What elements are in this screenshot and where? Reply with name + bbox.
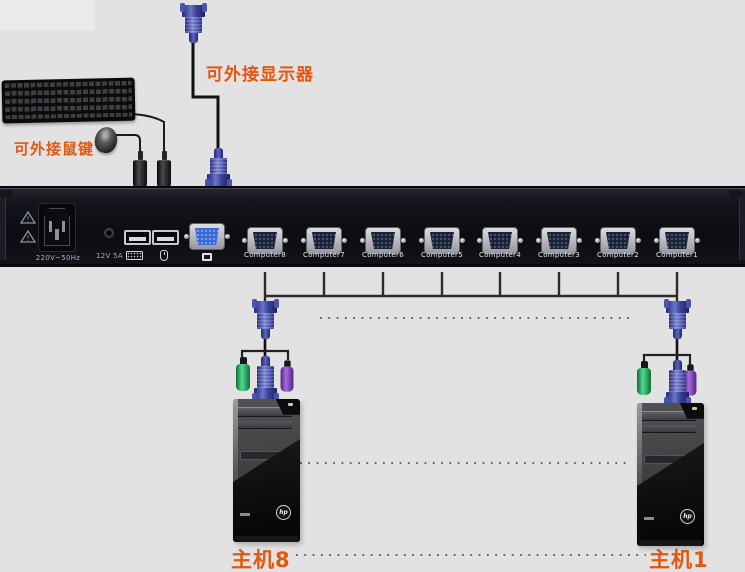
host-right-annotation: 主机1 bbox=[649, 548, 709, 572]
computer6-label: Computer6 bbox=[362, 251, 404, 259]
hp-logo: hp bbox=[680, 509, 695, 524]
host-tower-1: hp bbox=[637, 403, 704, 546]
computer2-label: Computer2 bbox=[597, 251, 639, 259]
usb-port-1 bbox=[124, 230, 151, 245]
hp-logo: hp bbox=[276, 505, 291, 520]
power-button bbox=[692, 407, 697, 410]
keyboard-icon bbox=[126, 251, 143, 260]
keyboard-image bbox=[1, 77, 136, 124]
rack-ear-right bbox=[739, 191, 745, 260]
computer6-port bbox=[360, 227, 406, 254]
rack-tab-left bbox=[0, 190, 13, 197]
computer7-port bbox=[301, 227, 347, 254]
rack-tab-right bbox=[729, 190, 742, 197]
left-ps2-keyboard-connector bbox=[236, 357, 250, 391]
computer5-label: Computer5 bbox=[421, 251, 463, 259]
monitor-vga-connector-top bbox=[180, 3, 207, 43]
computer2-port bbox=[595, 227, 641, 254]
dc-power-jack bbox=[104, 228, 114, 238]
console-vga-port bbox=[184, 223, 230, 250]
computer1-label: Computer1 bbox=[656, 251, 698, 259]
computer1-port bbox=[654, 227, 700, 254]
host-tower-8: hp bbox=[233, 399, 300, 542]
mouse-icon bbox=[160, 250, 168, 261]
background-shade bbox=[0, 0, 95, 30]
computer3-port bbox=[536, 227, 582, 254]
rack-ear-left bbox=[0, 191, 6, 260]
left-ps2-mouse-connector bbox=[280, 360, 294, 392]
computer8-label: Computer8 bbox=[244, 251, 286, 259]
right-pc-vga-connector bbox=[665, 360, 690, 404]
computer4-port bbox=[477, 227, 523, 254]
usb-port-2 bbox=[152, 230, 179, 245]
mouse-keyboard-annotation: 可外接鼠键 bbox=[14, 140, 95, 158]
monitor-annotation: 可外接显示器 bbox=[206, 65, 314, 85]
kvm-switch-rear-panel: ! ! 220V~50Hz 12V 5A Computer8 Computer7… bbox=[0, 186, 745, 267]
monitor-vga-connector-bottom bbox=[206, 148, 231, 186]
ac-voltage-label: 220V~50Hz bbox=[35, 254, 81, 262]
power-button bbox=[288, 403, 293, 406]
computer8-port bbox=[242, 227, 288, 254]
monitor-icon bbox=[202, 253, 212, 261]
svg-text:!: ! bbox=[26, 234, 29, 243]
computer3-label: Computer3 bbox=[538, 251, 580, 259]
host-left-annotation: 主机8 bbox=[231, 548, 291, 572]
right-ps2-mouse-connector bbox=[683, 364, 697, 396]
computer7-label: Computer7 bbox=[303, 251, 345, 259]
left-pc-vga-connector bbox=[253, 356, 278, 400]
dc-power-label: 12V 5A bbox=[96, 252, 123, 260]
ac-power-inlet bbox=[38, 203, 76, 252]
left-kvm-vga-connector bbox=[252, 299, 279, 339]
right-kvm-vga-connector bbox=[664, 299, 691, 339]
right-ps2-keyboard-connector bbox=[637, 361, 651, 395]
computer5-port bbox=[419, 227, 465, 254]
mouse-plug-connector bbox=[133, 151, 147, 187]
keyboard-keys bbox=[4, 80, 133, 120]
warning-icons: ! ! bbox=[19, 211, 37, 243]
keyboard-plug-connector bbox=[157, 151, 171, 187]
computer4-label: Computer4 bbox=[479, 251, 521, 259]
svg-text:!: ! bbox=[26, 215, 29, 224]
